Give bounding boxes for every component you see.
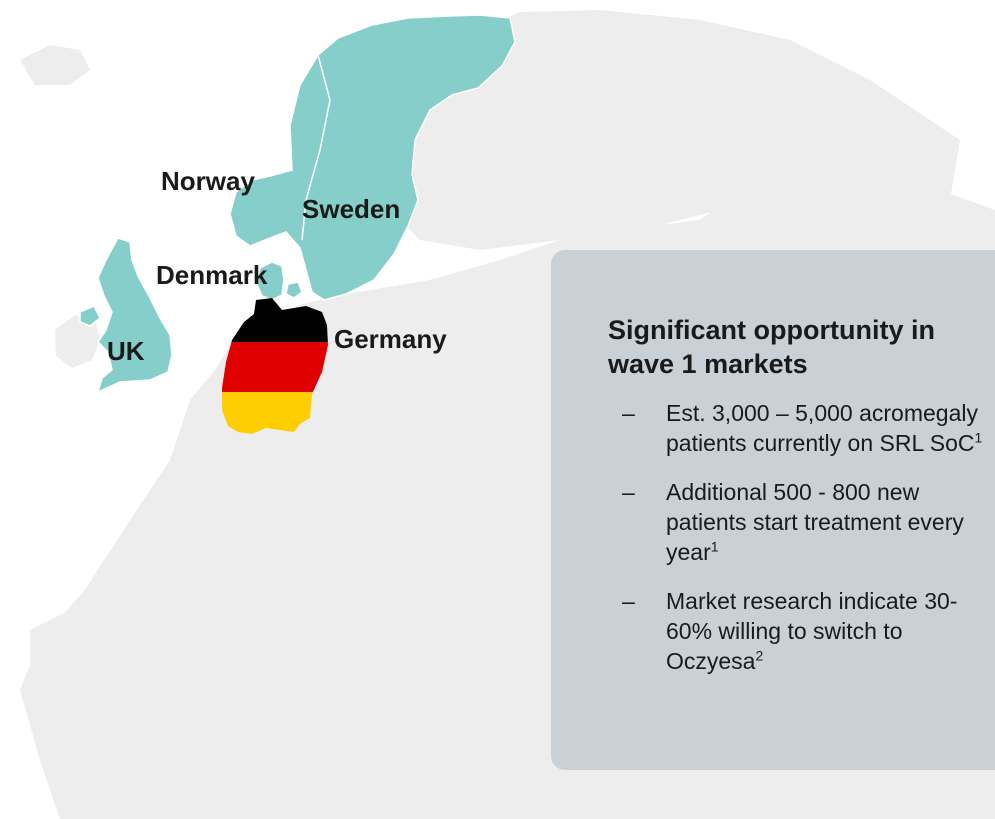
info-panel: [551, 250, 995, 770]
border-norway-sweden: [301, 54, 331, 241]
footnote-ref: 2: [755, 647, 764, 664]
info-bullet-list: – Est. 3,000 – 5,000 acromegaly patients…: [622, 398, 992, 695]
bullet-text: Additional 500 - 800 new patients start …: [666, 479, 964, 565]
region-uk: [96, 237, 173, 394]
bullet-text: Market research indicate 30-60% willing …: [666, 588, 958, 674]
label-sweden: Sweden: [302, 194, 401, 224]
region-denmark-island: [285, 281, 303, 299]
list-item: – Additional 500 - 800 new patients star…: [622, 477, 992, 567]
region-scandinavia: [229, 14, 516, 301]
label-denmark: Denmark: [156, 260, 268, 290]
label-germany: Germany: [334, 324, 447, 354]
label-uk: UK: [107, 336, 145, 366]
info-title: Significant opportunity in wave 1 market…: [608, 315, 935, 379]
region-denmark: [255, 261, 285, 301]
germany-flag-red: [222, 342, 328, 392]
bullet-dash: –: [622, 479, 635, 505]
label-norway: Norway: [161, 166, 255, 196]
land-iberia: [30, 600, 180, 740]
region-northern-ireland: [79, 305, 101, 327]
bullet-dash: –: [622, 588, 635, 614]
bullet-text: Est. 3,000 – 5,000 acromegaly patients c…: [666, 400, 978, 456]
land-iceland: [20, 45, 90, 85]
list-item: – Market research indicate 30-60% willin…: [622, 586, 992, 676]
land-italy: [330, 540, 460, 710]
land-ireland: [55, 315, 100, 368]
footnote-ref: 1: [710, 538, 719, 555]
footnote-ref: 1: [974, 429, 983, 446]
list-item: – Est. 3,000 – 5,000 acromegaly patients…: [622, 398, 992, 458]
bullet-dash: –: [622, 400, 635, 426]
